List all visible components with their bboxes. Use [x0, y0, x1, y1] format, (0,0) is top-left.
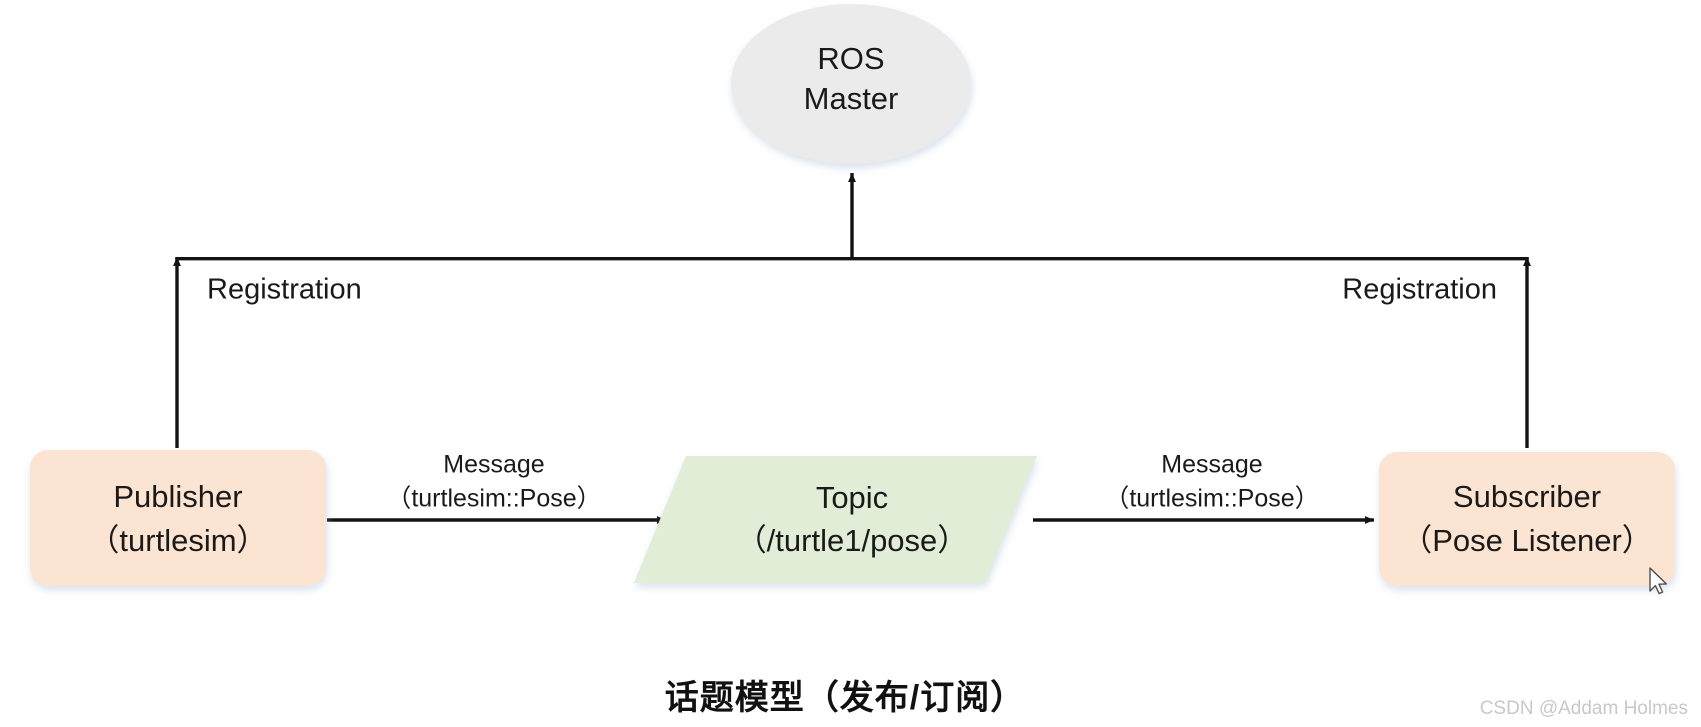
- connector-group: [173, 172, 1531, 524]
- subscriber-box: [1379, 452, 1675, 586]
- subscriber-label-line2: （Pose Listener）: [1401, 523, 1653, 558]
- ros-master-label-line2: Master: [804, 81, 899, 116]
- node-subscriber[interactable]: Subscriber （Pose Listener）: [1379, 452, 1675, 586]
- publish-message-label-line1: Message: [443, 451, 544, 479]
- node-publisher[interactable]: Publisher （turtlesim）: [30, 450, 326, 586]
- subscriber-registration-label: Registration: [1342, 274, 1497, 306]
- subscribe-message-label-line2: （turtlesim::Pose）: [1104, 485, 1319, 513]
- subscriber-label-line1: Subscriber: [1453, 479, 1601, 514]
- ros-master-ellipse: [731, 4, 971, 164]
- topic-label-line2: （/turtle1/pose）: [736, 523, 969, 558]
- topic-label-line1: Topic: [816, 480, 888, 515]
- csdn-watermark: CSDN @Addam Holmes: [1480, 698, 1688, 719]
- publisher-label-line2: （turtlesim）: [88, 523, 267, 558]
- publisher-box: [30, 450, 326, 586]
- node-topic[interactable]: Topic （/turtle1/pose）: [634, 456, 1037, 583]
- ros-master-label-line1: ROS: [817, 41, 884, 76]
- publisher-registration-label: Registration: [207, 274, 362, 306]
- publisher-label-line1: Publisher: [113, 479, 242, 514]
- diagram-caption: 话题模型（发布/订阅）: [665, 678, 1025, 717]
- publish-message-label-line2: （turtlesim::Pose）: [386, 485, 601, 513]
- mouse-pointer-icon: [1649, 567, 1667, 595]
- topic-parallelogram: [634, 456, 1037, 583]
- subscribe-message-label-line1: Message: [1161, 451, 1262, 479]
- node-ros-master[interactable]: ROS Master: [731, 4, 971, 164]
- edge-label-group: Registration Registration Message （turtl…: [207, 274, 1497, 513]
